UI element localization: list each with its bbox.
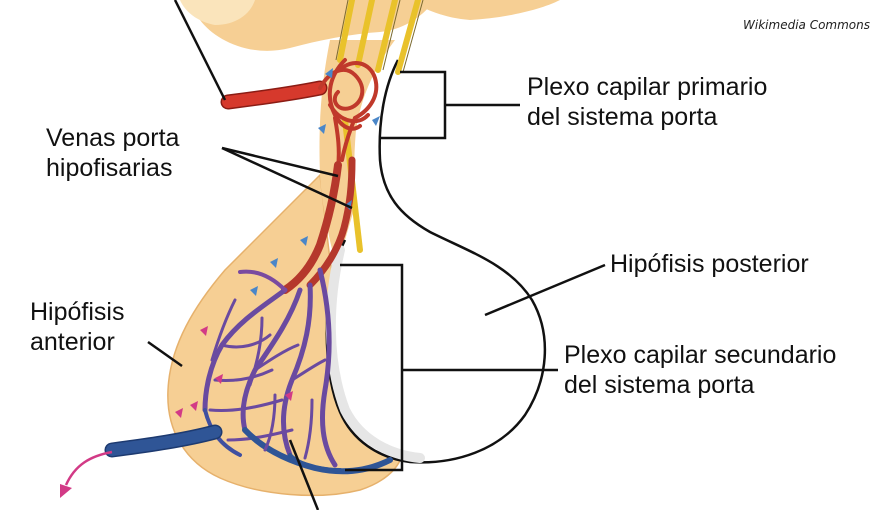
outflow-arrowhead (60, 484, 72, 498)
hypophyseal-artery-fill (228, 88, 320, 102)
outflow-arrow (66, 452, 112, 485)
image-credit: Wikimedia Commons (743, 18, 870, 32)
label-anterior-pituitary: Hipófisis anterior (30, 297, 124, 357)
label-primary-plexus-line1: Plexo capilar primario (527, 72, 767, 102)
label-portal-veins: Venas porta hipofisarias (46, 123, 179, 183)
upper-right-tissue (410, 0, 560, 20)
label-anterior-pituitary-line1: Hipófisis (30, 297, 124, 327)
label-secondary-plexus-line1: Plexo capilar secundario (564, 340, 836, 370)
label-secondary-plexus-line2: del sistema porta (564, 370, 836, 400)
label-portal-veins-line1: Venas porta (46, 123, 179, 153)
label-posterior-pituitary: Hipófisis posterior (610, 249, 809, 279)
label-anterior-pituitary-line2: anterior (30, 327, 124, 357)
label-secondary-plexus: Plexo capilar secundario del sistema por… (564, 340, 836, 400)
label-primary-plexus: Plexo capilar primario del sistema porta (527, 72, 767, 132)
label-portal-veins-line2: hipofisarias (46, 153, 179, 183)
label-primary-plexus-line2: del sistema porta (527, 102, 767, 132)
